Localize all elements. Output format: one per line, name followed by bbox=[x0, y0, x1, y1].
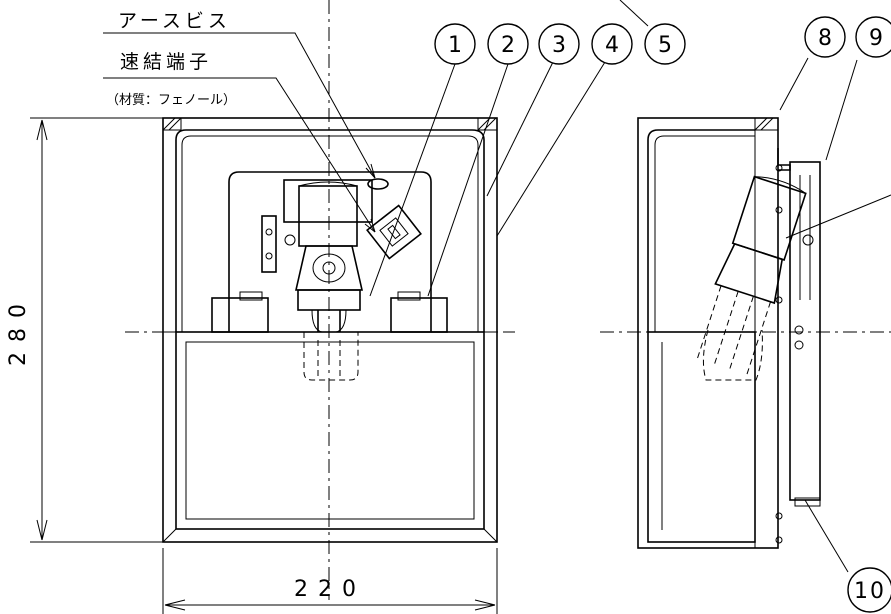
callout-9-text: 9 bbox=[869, 26, 883, 51]
earth-screw bbox=[367, 178, 389, 190]
callout-10 bbox=[847, 567, 891, 613]
terminal-block-left bbox=[211, 297, 269, 333]
earth-screw-label: アースビス bbox=[118, 10, 231, 32]
mounting-plate bbox=[228, 171, 432, 332]
cover-plate bbox=[789, 161, 821, 501]
front-lower-box bbox=[175, 331, 485, 530]
callout-2 bbox=[487, 23, 529, 65]
socket-housing bbox=[283, 179, 373, 223]
callout-3-text: 3 bbox=[552, 33, 566, 58]
side-lamp-holder bbox=[714, 242, 784, 305]
width-dimension: 220 bbox=[294, 577, 366, 602]
callout-8 bbox=[804, 16, 846, 58]
side-lower-box bbox=[647, 331, 756, 543]
front-gasket-left bbox=[162, 117, 182, 131]
callout-1-text: 1 bbox=[448, 33, 462, 58]
quick-connect-label: 速結端子 bbox=[120, 51, 212, 73]
callouts: 1 2 3 4 5 8 9 10 bbox=[369, 0, 891, 613]
callout-9 bbox=[855, 16, 891, 58]
front-view bbox=[125, 0, 515, 600]
dimensions: 280 220 bbox=[6, 117, 498, 614]
height-dimension: 280 bbox=[6, 294, 31, 366]
front-gasket-right bbox=[477, 117, 498, 131]
bracket-left bbox=[261, 215, 277, 273]
socket-cylinder bbox=[298, 185, 358, 247]
callout-3 bbox=[538, 23, 580, 65]
terminal-block-right bbox=[390, 297, 448, 333]
material-note: （材質：フェノール） bbox=[106, 93, 236, 108]
front-cover-outer bbox=[175, 129, 485, 332]
side-view bbox=[600, 117, 891, 549]
screw bbox=[284, 234, 296, 246]
front-outer-frame bbox=[162, 117, 498, 543]
callout-2-text: 2 bbox=[501, 33, 515, 58]
callout-10-text: 10 bbox=[854, 579, 886, 604]
callout-8-text: 8 bbox=[818, 26, 832, 51]
callout-4-text: 4 bbox=[605, 33, 619, 58]
side-outer-frame bbox=[637, 117, 779, 549]
labels: アースビス 速結端子 （材質：フェノール） bbox=[103, 10, 376, 233]
lamp-holder bbox=[294, 245, 364, 291]
callout-5-text: 5 bbox=[658, 33, 672, 58]
callout-1 bbox=[434, 23, 476, 65]
callout-4 bbox=[591, 23, 633, 65]
callout-5 bbox=[644, 23, 686, 65]
quick-connect-terminal bbox=[366, 204, 422, 260]
